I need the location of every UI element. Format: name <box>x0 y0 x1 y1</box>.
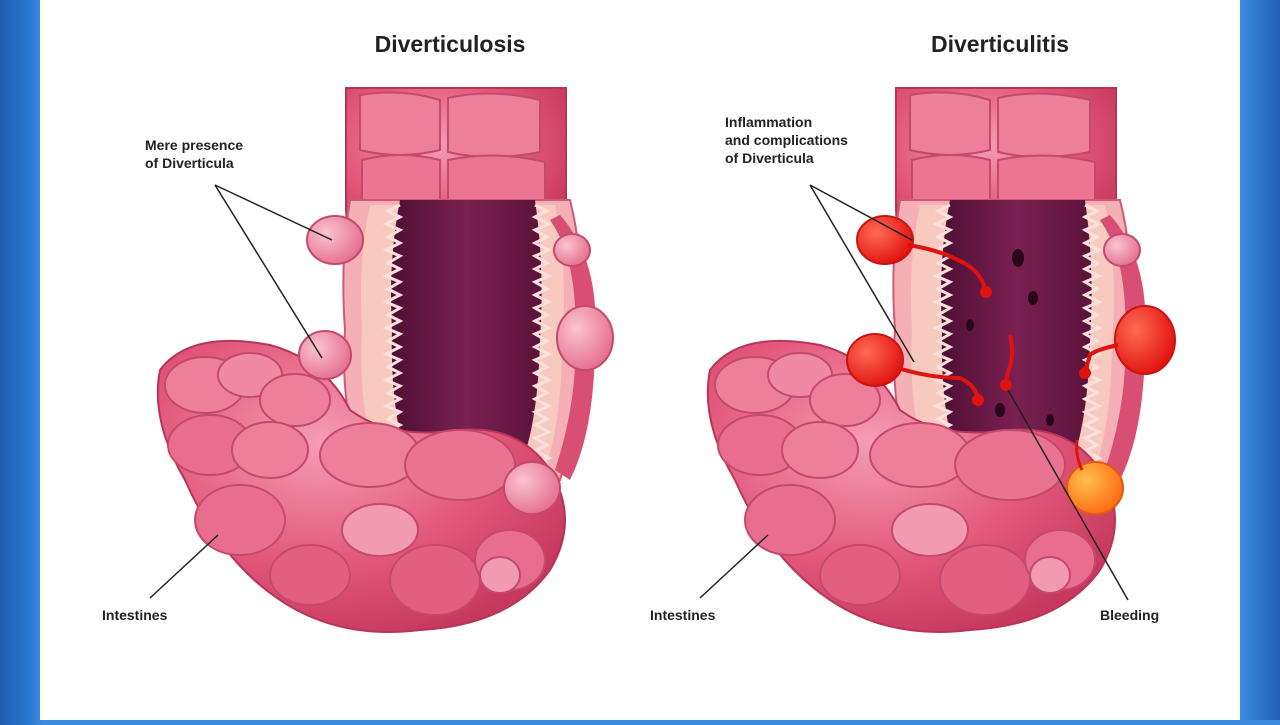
lumen-spot <box>995 403 1005 417</box>
bleeding-trail <box>1075 439 1084 471</box>
inflamed-diverticulum <box>856 215 914 265</box>
lumen-spot <box>1046 414 1054 426</box>
right-frame-band <box>1240 0 1280 720</box>
inflamed-diverticulum <box>846 333 904 387</box>
callout-pointer-line <box>809 184 913 241</box>
callout-label: Inflammation and complications of Divert… <box>725 114 852 166</box>
diverticula-diagram: Diverticulosis Mere presence of Divertic… <box>102 31 1176 634</box>
bleeding-trail <box>1083 343 1119 373</box>
intestines-pointer-line <box>699 534 769 599</box>
blood-drop <box>972 394 984 406</box>
abscess <box>1066 461 1124 515</box>
bleeding-pointer-line <box>1007 389 1129 601</box>
callout-pointer-line <box>214 184 333 241</box>
panel-diverticulosis: Diverticulosis Mere presence of Divertic… <box>102 31 614 634</box>
callout-pointer-line <box>809 184 915 363</box>
intestine-illustration <box>706 86 1148 634</box>
intestines-pointer-line <box>149 534 219 599</box>
diagram-canvas: Diverticulosis Mere presence of Divertic… <box>40 0 1240 720</box>
inflamed-diverticulum <box>1114 305 1176 375</box>
lumen-spot <box>1028 291 1038 305</box>
panel-title: Diverticulosis <box>375 31 526 57</box>
diverticulum-pouch <box>556 305 614 371</box>
diverticulum-pouch <box>1103 233 1141 267</box>
blood-drop <box>1079 367 1091 379</box>
diverticulum-pouch <box>298 330 352 380</box>
callout-pointer-line <box>214 184 323 359</box>
bleeding-trail <box>897 366 980 399</box>
diverticulum-pouch <box>503 461 561 515</box>
callout-label: Mere presence of Diverticula <box>145 137 247 171</box>
bleeding-trail <box>907 243 987 291</box>
panel-title: Diverticulitis <box>931 31 1069 57</box>
bleeding-label: Bleeding <box>1100 607 1159 623</box>
lumen-spot <box>1012 249 1024 267</box>
diverticulum-pouch <box>306 215 364 265</box>
panel-diverticulitis: Diverticulitis Inflammation and complica… <box>650 31 1176 634</box>
blood-drop <box>980 286 992 298</box>
intestines-label: Intestines <box>102 607 168 623</box>
blood-drop <box>1000 379 1012 391</box>
lumen-spot <box>966 319 974 331</box>
diverticulum-pouch <box>553 233 591 267</box>
intestines-label: Intestines <box>650 607 716 623</box>
